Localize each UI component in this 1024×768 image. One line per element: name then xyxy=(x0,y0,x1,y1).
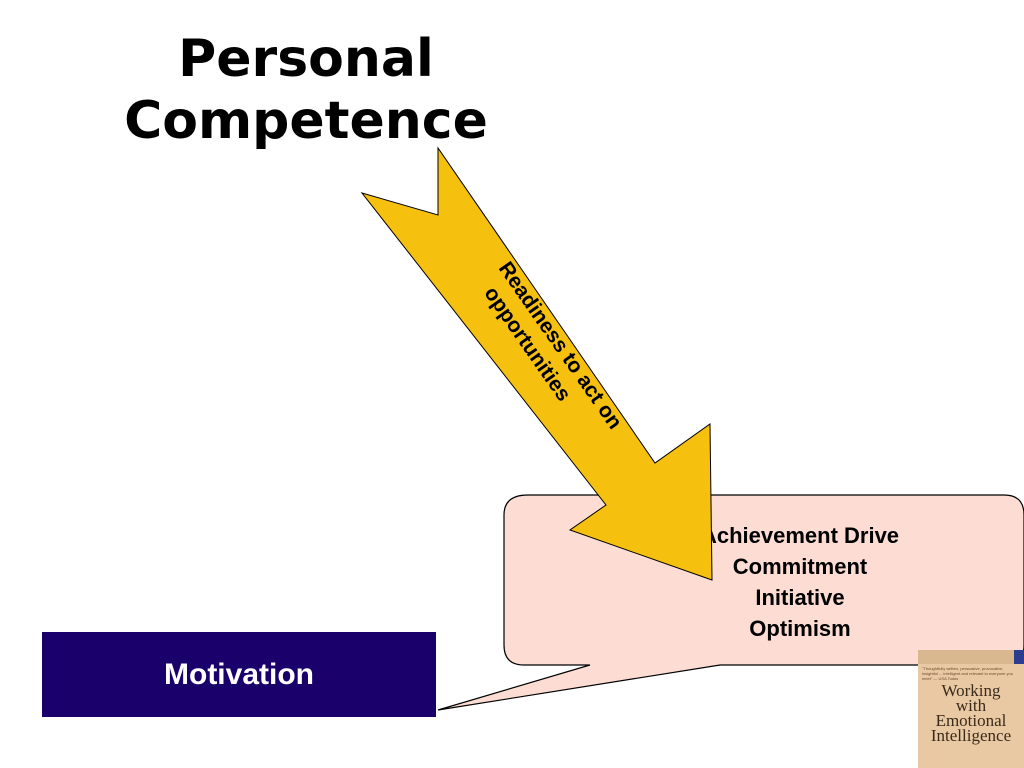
motivation-label: Motivation xyxy=(164,657,314,691)
callout-list: Achievement Drive Commitment Initiative … xyxy=(600,520,1000,650)
motivation-box: Motivation xyxy=(42,632,436,717)
callout-item-optimism: Optimism xyxy=(749,616,851,641)
book-cover-image: "Thoughtfully written, persuasive, provo… xyxy=(918,650,1024,768)
book-cover-title: Working with Emotional Intelligence xyxy=(930,681,1012,745)
callout-item-initiative: Initiative xyxy=(755,585,845,610)
book-cover-blurb: "Thoughtfully written, persuasive, provo… xyxy=(922,666,1013,680)
callout-item-achievement-drive: Achievement Drive xyxy=(700,523,900,548)
book-cover-accent xyxy=(1014,650,1024,664)
callout-item-commitment: Commitment xyxy=(732,554,868,579)
book-cover-band xyxy=(918,650,1024,664)
slide-title: Personal Competence xyxy=(124,29,488,151)
